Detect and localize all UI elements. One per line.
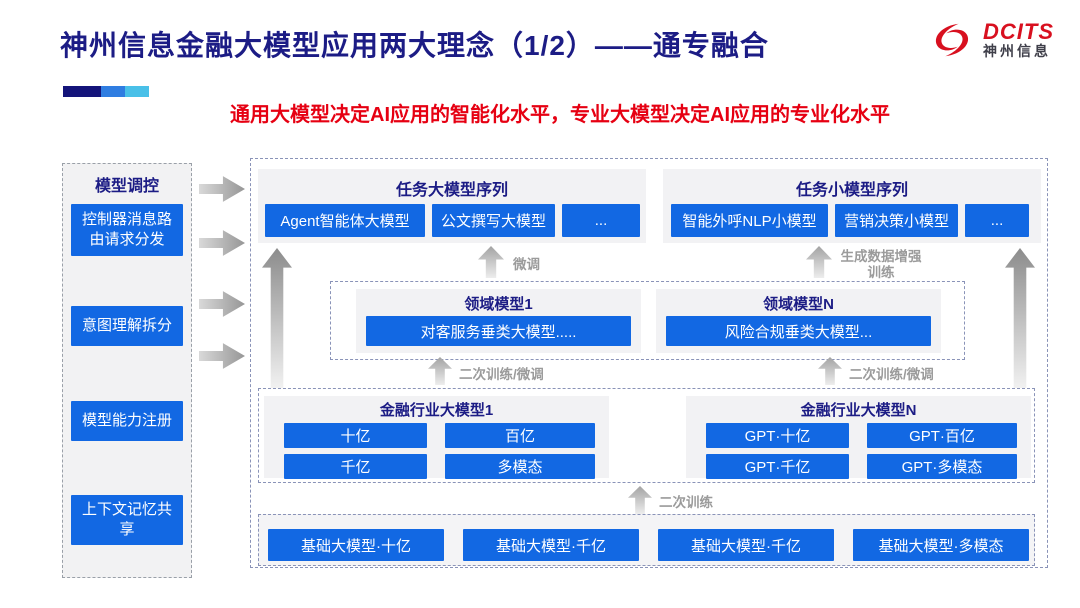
- task-large-model-group: 任务大模型序列 Agent智能体大模型 公文撰写大模型 ...: [258, 169, 646, 243]
- node-gpt-1b: GPT·十亿: [706, 423, 849, 448]
- logo-brand-text: DCITS: [983, 19, 1054, 45]
- node-scale-100b: 千亿: [284, 454, 427, 479]
- task-large-title: 任务大模型序列: [395, 182, 508, 199]
- logo-brand-cn-text: 神州信息: [983, 43, 1051, 60]
- dcits-swirl-icon: [935, 23, 969, 57]
- node-gpt-10b: GPT·百亿: [867, 423, 1017, 448]
- industry-model-n-group: 金融行业大模型N GPT·十亿 GPT·百亿 GPT·千亿 GPT·多模态: [686, 396, 1031, 479]
- company-logo: DCITS 神州信息: [929, 20, 1054, 60]
- accent-segment-navy: [63, 86, 101, 97]
- node-scale-1b: 十亿: [284, 423, 427, 448]
- industry-models-container: 金融行业大模型1 十亿 百亿 千亿 多模态 金融行业大模型N GPT·十亿 GP…: [258, 388, 1035, 483]
- secondary-ft-label-left: 二次训练/微调: [459, 367, 544, 382]
- task-small-title: 任务小模型序列: [795, 182, 908, 199]
- sidebar-item-intent: 意图理解拆分: [71, 306, 183, 346]
- accent-segment-cyan: [125, 86, 149, 97]
- sidebar-item-router: 控制器消息路由请求分发: [71, 204, 183, 256]
- model-control-title: 模型调控: [94, 178, 159, 195]
- domain-model-1-group: 领域模型1 对客服务垂类大模型.....: [356, 289, 641, 353]
- flow-arrow-right-4: [199, 343, 245, 369]
- flow-arrow-right-1: [199, 176, 245, 202]
- node-task-small-more: ...: [965, 204, 1029, 237]
- domain-model-n-title: 领域模型N: [763, 296, 834, 313]
- slide-subtitle: 通用大模型决定AI应用的智能化水平，专业大模型决定AI应用的专业化水平: [230, 104, 890, 126]
- node-agent-large-model: Agent智能体大模型: [265, 204, 425, 237]
- node-risk-compliance-model: 风险合规垂类大模型...: [666, 316, 931, 346]
- node-scale-multimodal: 多模态: [445, 454, 595, 479]
- node-marketing-decision-model: 营销决策小模型: [835, 204, 958, 237]
- sidebar-item-register: 模型能力注册: [71, 401, 183, 441]
- flow-arrow-right-3: [199, 291, 245, 317]
- domain-model-n-group: 领域模型N 风险合规垂类大模型...: [656, 289, 941, 353]
- node-foundation-100b-a: 基础大模型·千亿: [463, 529, 639, 561]
- gen-data-label: 生成数据增强训练: [840, 249, 922, 281]
- node-nlp-outbound-model: 智能外呼NLP小模型: [671, 204, 828, 237]
- model-control-panel: 模型调控 控制器消息路由请求分发 意图理解拆分 模型能力注册 上下文记忆共享: [62, 163, 192, 578]
- node-foundation-1b: 基础大模型·十亿: [268, 529, 444, 561]
- node-foundation-multimodal: 基础大模型·多模态: [853, 529, 1029, 561]
- node-customer-service-model: 对客服务垂类大模型.....: [366, 316, 631, 346]
- task-small-model-group: 任务小模型序列 智能外呼NLP小模型 营销决策小模型 ...: [663, 169, 1041, 243]
- node-document-writing-model: 公文撰写大模型: [432, 204, 555, 237]
- industry-model-n-title: 金融行业大模型N: [800, 402, 917, 419]
- industry-model-1-title: 金融行业大模型1: [379, 402, 494, 419]
- fine-tune-label: 微调: [513, 257, 540, 272]
- flow-arrow-right-2: [199, 230, 245, 256]
- industry-model-1-group: 金融行业大模型1 十亿 百亿 千亿 多模态: [264, 396, 609, 479]
- domain-model-1-title: 领域模型1: [464, 296, 533, 313]
- accent-segment-blue: [101, 86, 125, 97]
- foundation-models-container: 基础大模型·十亿 基础大模型·千亿 基础大模型·千亿 基础大模型·多模态: [258, 514, 1035, 566]
- node-task-large-more: ...: [562, 204, 640, 237]
- node-scale-10b: 百亿: [445, 423, 595, 448]
- secondary-ft-label-right: 二次训练/微调: [849, 367, 934, 382]
- node-gpt-multimodal: GPT·多模态: [867, 454, 1017, 479]
- page-title: 神州信息金融大模型应用两大理念（1/2）——通专融合: [60, 30, 769, 61]
- title-accent-bar: [63, 86, 149, 97]
- sidebar-item-context: 上下文记忆共享: [71, 495, 183, 545]
- secondary-training-label: 二次训练: [659, 495, 713, 510]
- node-foundation-100b-b: 基础大模型·千亿: [658, 529, 834, 561]
- domain-models-container: 领域模型1 对客服务垂类大模型..... 领域模型N 风险合规垂类大模型...: [330, 281, 965, 360]
- node-gpt-100b: GPT·千亿: [706, 454, 849, 479]
